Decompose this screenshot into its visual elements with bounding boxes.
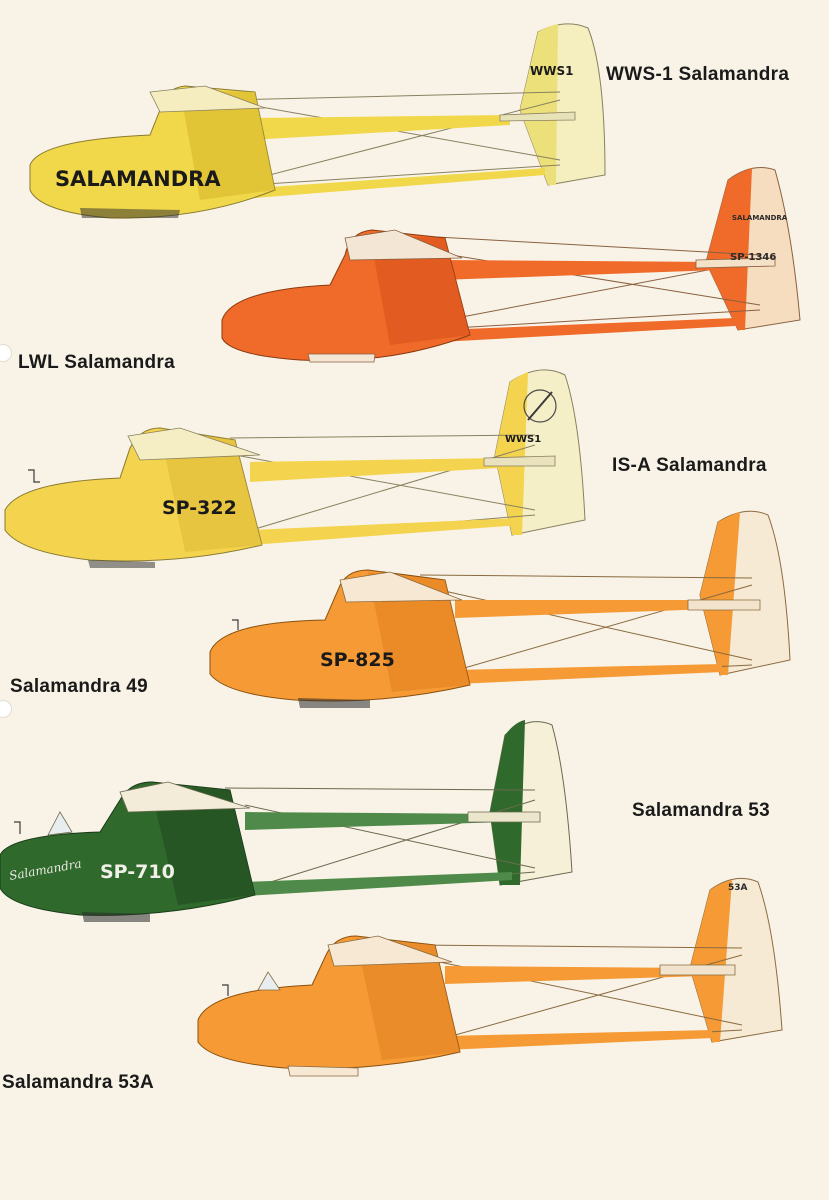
- caption-salamandra-53: Salamandra 53: [632, 800, 771, 821]
- glider-isa: [4, 369, 586, 568]
- caption-isa: IS-A Salamandra: [612, 455, 767, 476]
- fin-text-isa: WWS1: [505, 434, 541, 445]
- fin-text-lwl-name: SALAMANDRA: [732, 214, 788, 222]
- fin-text-wws1: WWS1: [530, 64, 573, 78]
- glider-salamandra-53: [0, 720, 573, 922]
- fuselage-text-isa: SP-322: [162, 497, 237, 519]
- caption-salamandra-49: Salamandra 49: [10, 676, 149, 697]
- fuselage-text-salamandra-49: SP-825: [320, 649, 395, 671]
- caption-salamandra-53a: Salamandra 53A: [2, 1072, 155, 1093]
- glider-wws1: [29, 23, 606, 219]
- fin-text-salamandra-53a: 53A: [728, 883, 748, 893]
- caption-lwl: LWL Salamandra: [18, 352, 175, 373]
- fuselage-text-wws1: SALAMANDRA: [55, 167, 221, 191]
- glider-salamandra-49: [209, 510, 791, 708]
- caption-wws1: WWS-1 Salamandra: [606, 64, 790, 85]
- fuselage-text-salamandra-53: SP-710: [100, 861, 175, 883]
- fin-text-lwl: SP-1346: [730, 252, 776, 263]
- glider-salamandra-53a: [197, 877, 783, 1077]
- glider-lwl: [221, 167, 801, 363]
